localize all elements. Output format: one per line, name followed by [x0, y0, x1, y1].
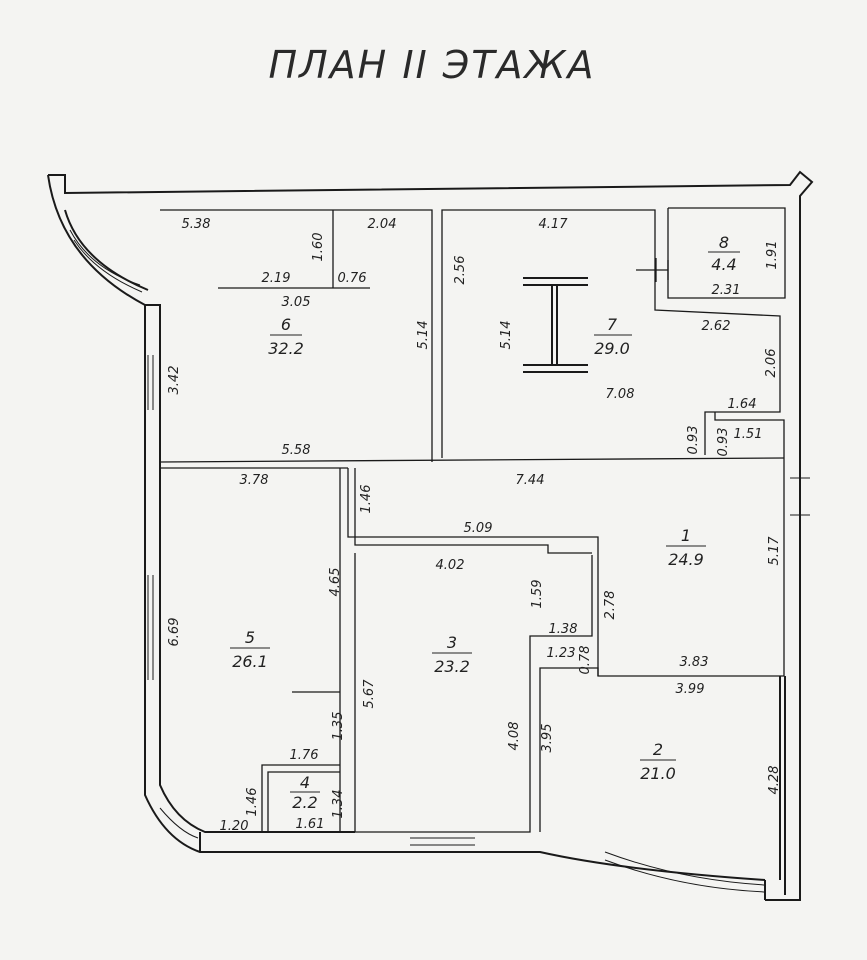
- dimension-label: 3.42: [167, 366, 182, 395]
- room-number: 8: [719, 233, 729, 252]
- dimension-label: 1.20: [220, 819, 249, 834]
- dimension-label: 5.67: [362, 679, 377, 709]
- room-area: 23.2: [434, 657, 470, 676]
- dimension-label: 1.35: [331, 712, 346, 741]
- dimension-label: 5.58: [282, 443, 311, 458]
- dimension-label: 2.19: [262, 271, 291, 286]
- room-6-label: 6 32.2: [268, 315, 304, 358]
- room-area: 24.9: [668, 550, 704, 569]
- dimension-label: 1.34: [331, 790, 346, 819]
- room-number: 5: [245, 628, 255, 647]
- dimension-label: 2.31: [712, 283, 741, 298]
- dimension-label: 2.78: [603, 591, 618, 620]
- dimension-label: 7.08: [606, 387, 635, 402]
- room-number: 4: [300, 773, 310, 792]
- dimension-label: 1.23: [547, 646, 576, 661]
- dimension-label: 4.65: [328, 568, 343, 597]
- room-5-label: 5 26.1: [230, 628, 270, 671]
- dimension-label: 7.44: [516, 473, 545, 488]
- dimension-label: 0.78: [578, 646, 593, 675]
- outer-walls: [47, 170, 814, 901]
- room-area: 2.2: [292, 793, 317, 812]
- dimension-label: 2.06: [764, 349, 779, 378]
- dimension-label: 1.59: [530, 580, 545, 609]
- dimension-label: 3.83: [680, 655, 709, 670]
- windows: [69, 229, 810, 893]
- dimension-label: 0.93: [686, 426, 701, 455]
- dimension-label: 5.38: [182, 217, 211, 232]
- dimension-label: 4.08: [507, 722, 522, 751]
- dimension-label: 1.64: [728, 397, 757, 412]
- dimension-label: 3.78: [240, 473, 269, 488]
- dimension-label: 1.60: [311, 233, 326, 262]
- dimension-label: 5.09: [464, 521, 493, 536]
- dimension-label: 1.61: [296, 817, 325, 832]
- room-area: 21.0: [640, 764, 676, 783]
- dimension-label: 1.76: [290, 748, 319, 763]
- dimension-label: 1.91: [765, 241, 780, 270]
- room-number: 6: [281, 315, 291, 334]
- room-1-label: 1 24.9: [666, 526, 706, 569]
- room-area: 29.0: [594, 339, 630, 358]
- room-7-label: 7 29.0: [594, 315, 632, 358]
- room-number: 2: [653, 740, 663, 759]
- dimension-label: 1.51: [734, 427, 763, 442]
- dimension-label: 0.76: [338, 271, 367, 286]
- room-number: 1: [681, 526, 691, 545]
- dimension-label: 3.05: [282, 295, 311, 310]
- dimension-label: 4.17: [539, 217, 569, 232]
- dimension-label: 1.38: [549, 622, 578, 637]
- dimension-label: 2.62: [702, 319, 731, 334]
- room-number: 3: [447, 633, 457, 652]
- plan-title: ПЛАН II ЭТАЖА: [269, 43, 596, 87]
- room-2-label: 2 21.0: [640, 740, 676, 783]
- room-area: 32.2: [268, 339, 304, 358]
- dimension-label: 0.93: [716, 428, 731, 457]
- room-area: 4.4: [711, 255, 736, 274]
- dimension-label: 3.95: [540, 724, 555, 753]
- dimension-label: 2.04: [368, 217, 397, 232]
- dimension-label: 4.28: [767, 766, 782, 795]
- room-3-label: 3 23.2: [432, 633, 472, 676]
- dimension-label: 5.14: [416, 321, 431, 350]
- room-4-label: 4 2.2: [290, 773, 320, 812]
- interior-walls: [159, 207, 786, 833]
- dimension-label: 1.46: [245, 788, 260, 817]
- dimension-label: 5.17: [767, 536, 782, 566]
- dimension-label: 5.14: [499, 321, 514, 350]
- dimensions: 5.38 2.04 1.60 2.19 0.76 3.05 5.14 3.42 …: [167, 217, 782, 834]
- dimension-label: 1.46: [359, 485, 374, 514]
- room-area: 26.1: [232, 652, 268, 671]
- room-number: 7: [607, 315, 618, 334]
- dimension-label: 4.02: [436, 558, 465, 573]
- dimension-label: 3.99: [676, 682, 705, 697]
- dimension-label: 2.56: [453, 256, 468, 285]
- room-8-label: 8 4.4: [708, 233, 740, 274]
- dimension-label: 6.69: [167, 618, 182, 647]
